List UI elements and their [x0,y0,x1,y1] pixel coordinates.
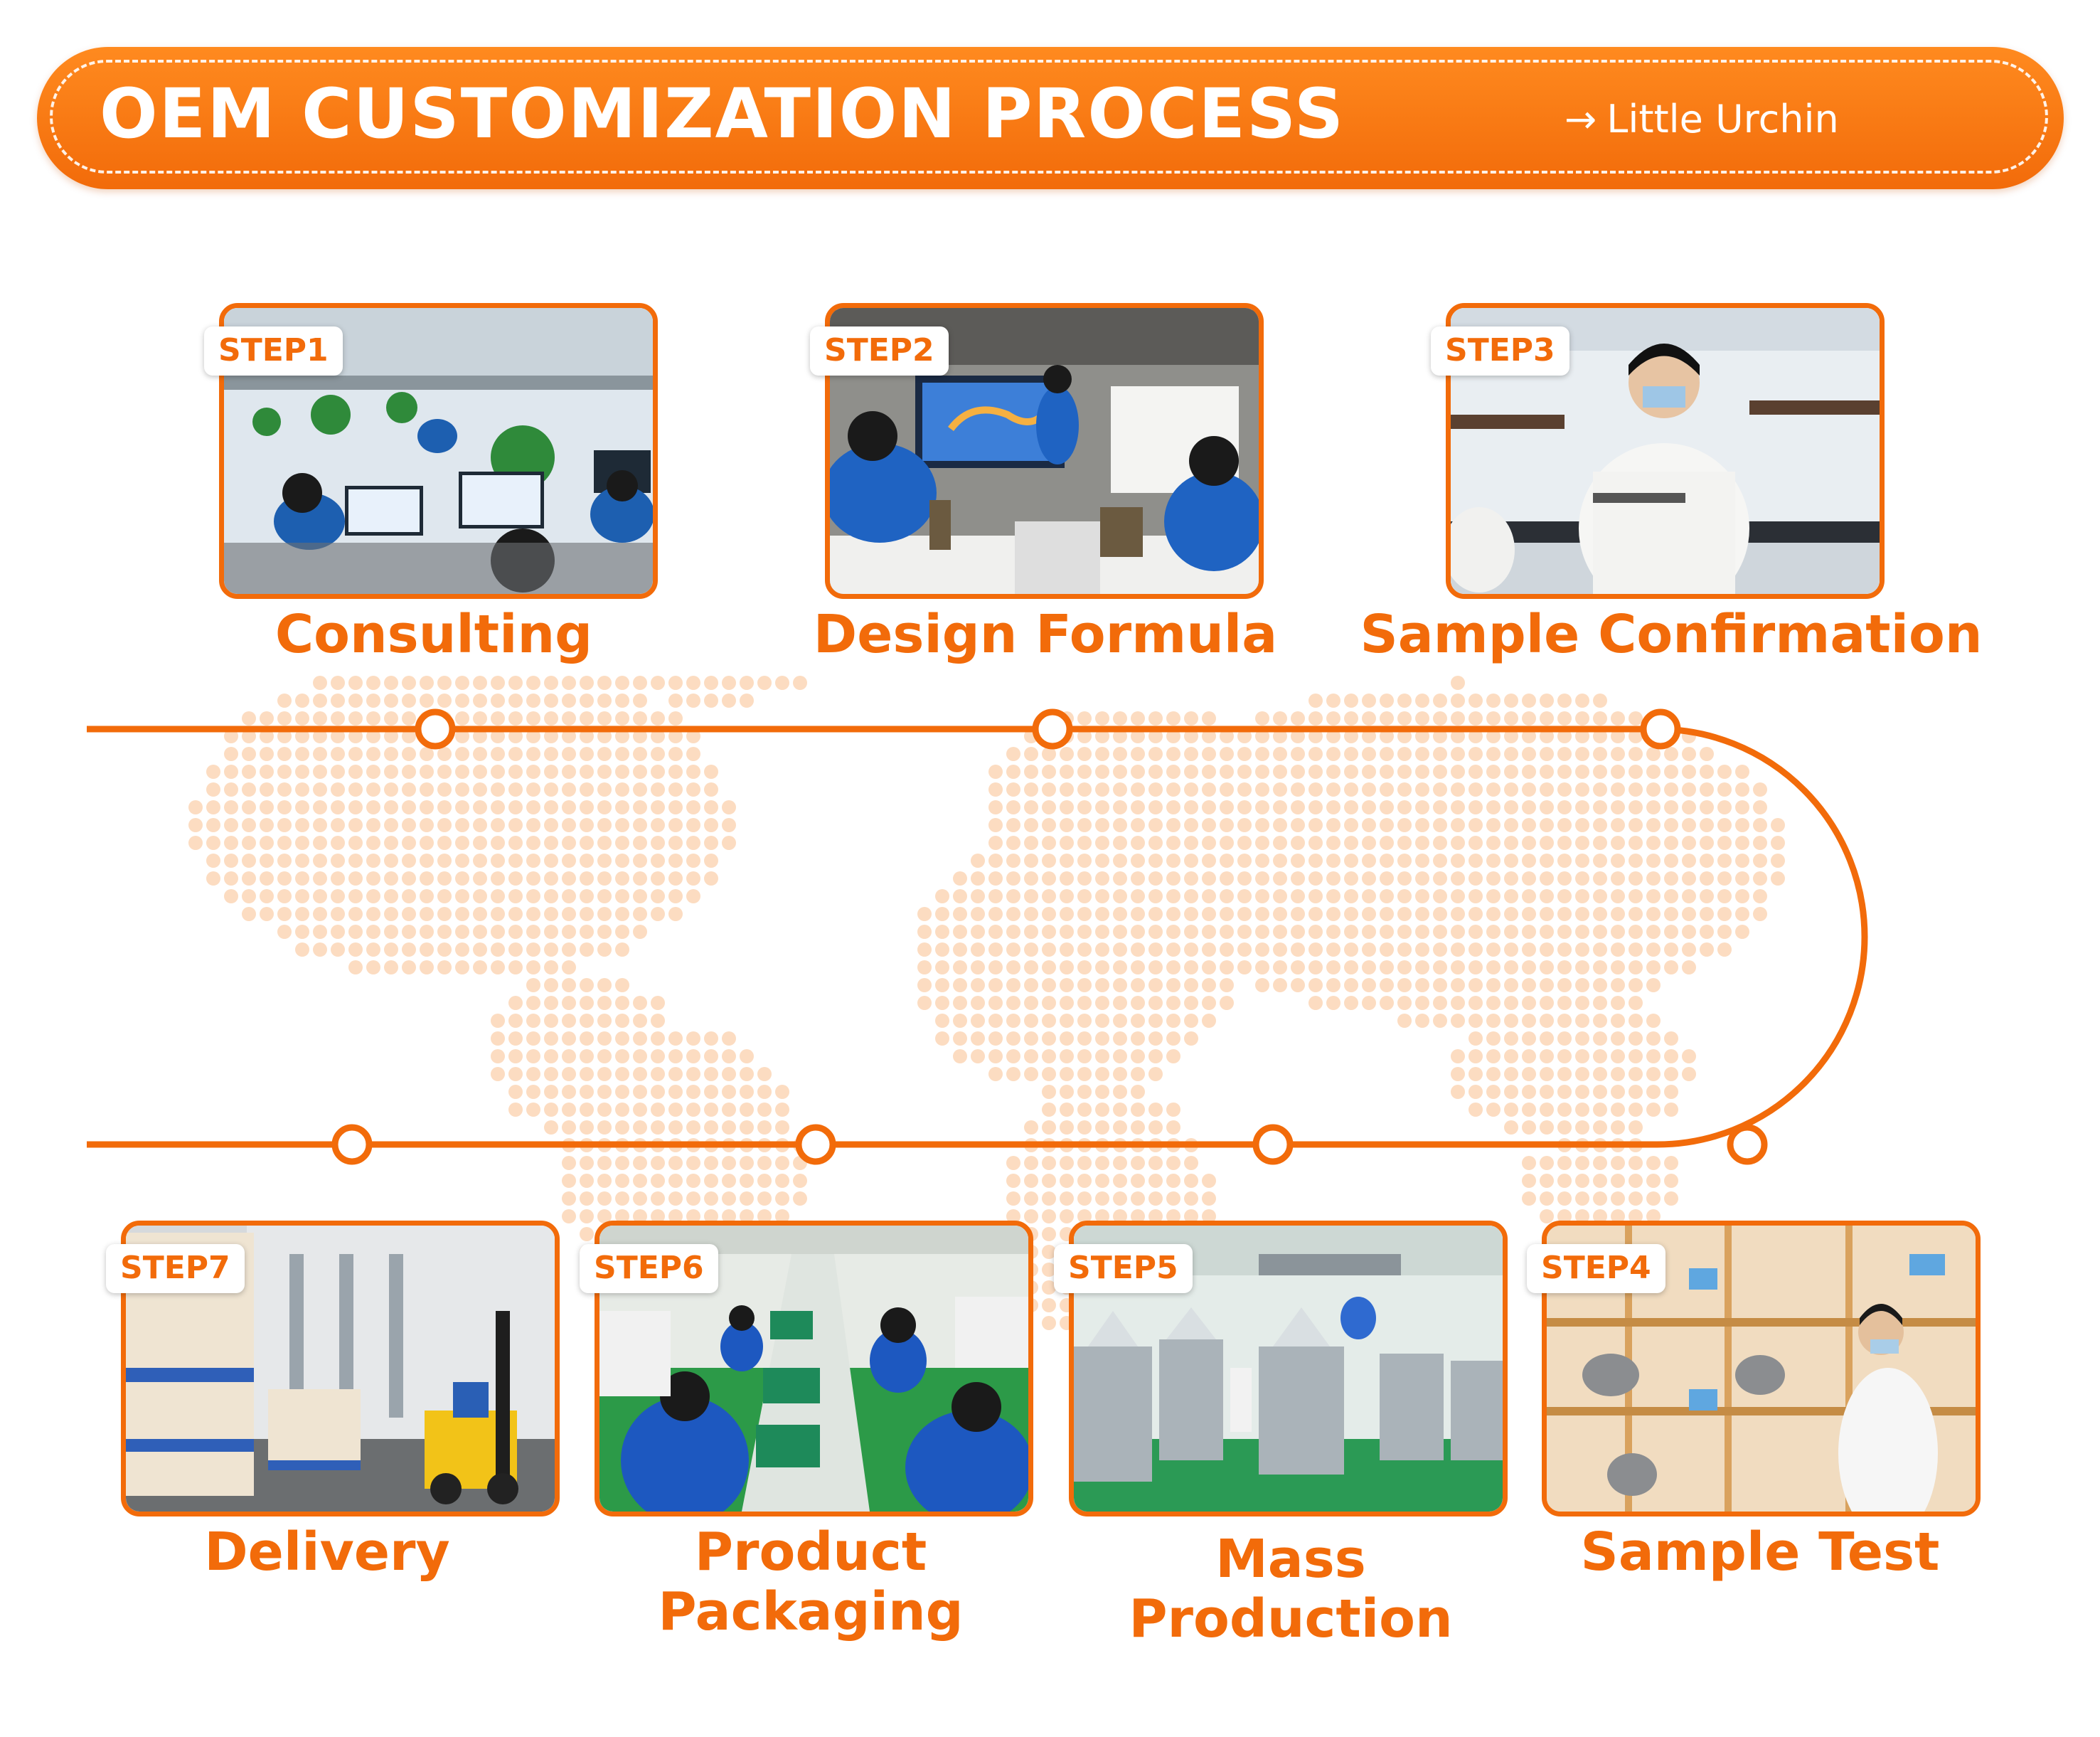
page-title: OEM CUSTOMIZATION PROCESS [100,74,1345,154]
step6-label-line1: Product [694,1521,927,1583]
step7-photo [126,1226,555,1512]
step7-card: STEP7 [106,1221,560,1516]
step6-badge: STEP6 [580,1244,718,1293]
step7-badge: STEP7 [106,1244,245,1293]
step3-photo [1451,308,1880,594]
step5-badge: STEP5 [1054,1244,1193,1293]
step3-label: Sample Confirmation [1360,604,1983,665]
step2-badge: STEP2 [810,326,949,376]
step7-label: Delivery [204,1521,450,1583]
step2-label: Design Formula [813,604,1278,665]
step1-photo [224,308,653,594]
track-node-step3 [1640,708,1681,750]
brand-name: Little Urchin [1606,97,1839,142]
step5-label-line2: Production [1129,1588,1453,1650]
step3-card: STEP3 [1431,303,1885,599]
step4-card: STEP4 [1527,1221,1981,1516]
arrow-right-icon: → [1565,97,1597,142]
process-track-line [87,726,1868,1148]
step2-photo [830,308,1259,594]
step1-label: Consulting [275,604,593,665]
track-node-step2 [1032,708,1073,750]
header-banner [37,47,2064,189]
banner-dashed-border [50,60,2048,174]
track-node-step6 [795,1124,836,1165]
step5-label: Mass Production [1070,1529,1511,1649]
step5-label-line1: Mass [1215,1529,1366,1590]
step6-card: STEP6 [580,1221,1033,1516]
step2-card: STEP2 [810,303,1264,599]
step1-card: STEP1 [204,303,658,599]
step6-label-line2: Packaging [658,1581,964,1642]
step4-label: Sample Test [1580,1521,1940,1583]
track-node-step7 [331,1124,373,1165]
step6-label: Product Packaging [590,1522,1031,1642]
step1-badge: STEP1 [204,326,343,376]
step4-badge: STEP4 [1527,1244,1665,1293]
step6-photo [599,1226,1028,1512]
brand-tag: →Little Urchin [1565,97,1839,142]
track-node-step1 [415,708,456,750]
track-node-step5 [1252,1124,1294,1165]
track-node-step4 [1727,1124,1768,1165]
step3-badge: STEP3 [1431,326,1569,376]
step5-card: STEP5 [1054,1221,1508,1516]
